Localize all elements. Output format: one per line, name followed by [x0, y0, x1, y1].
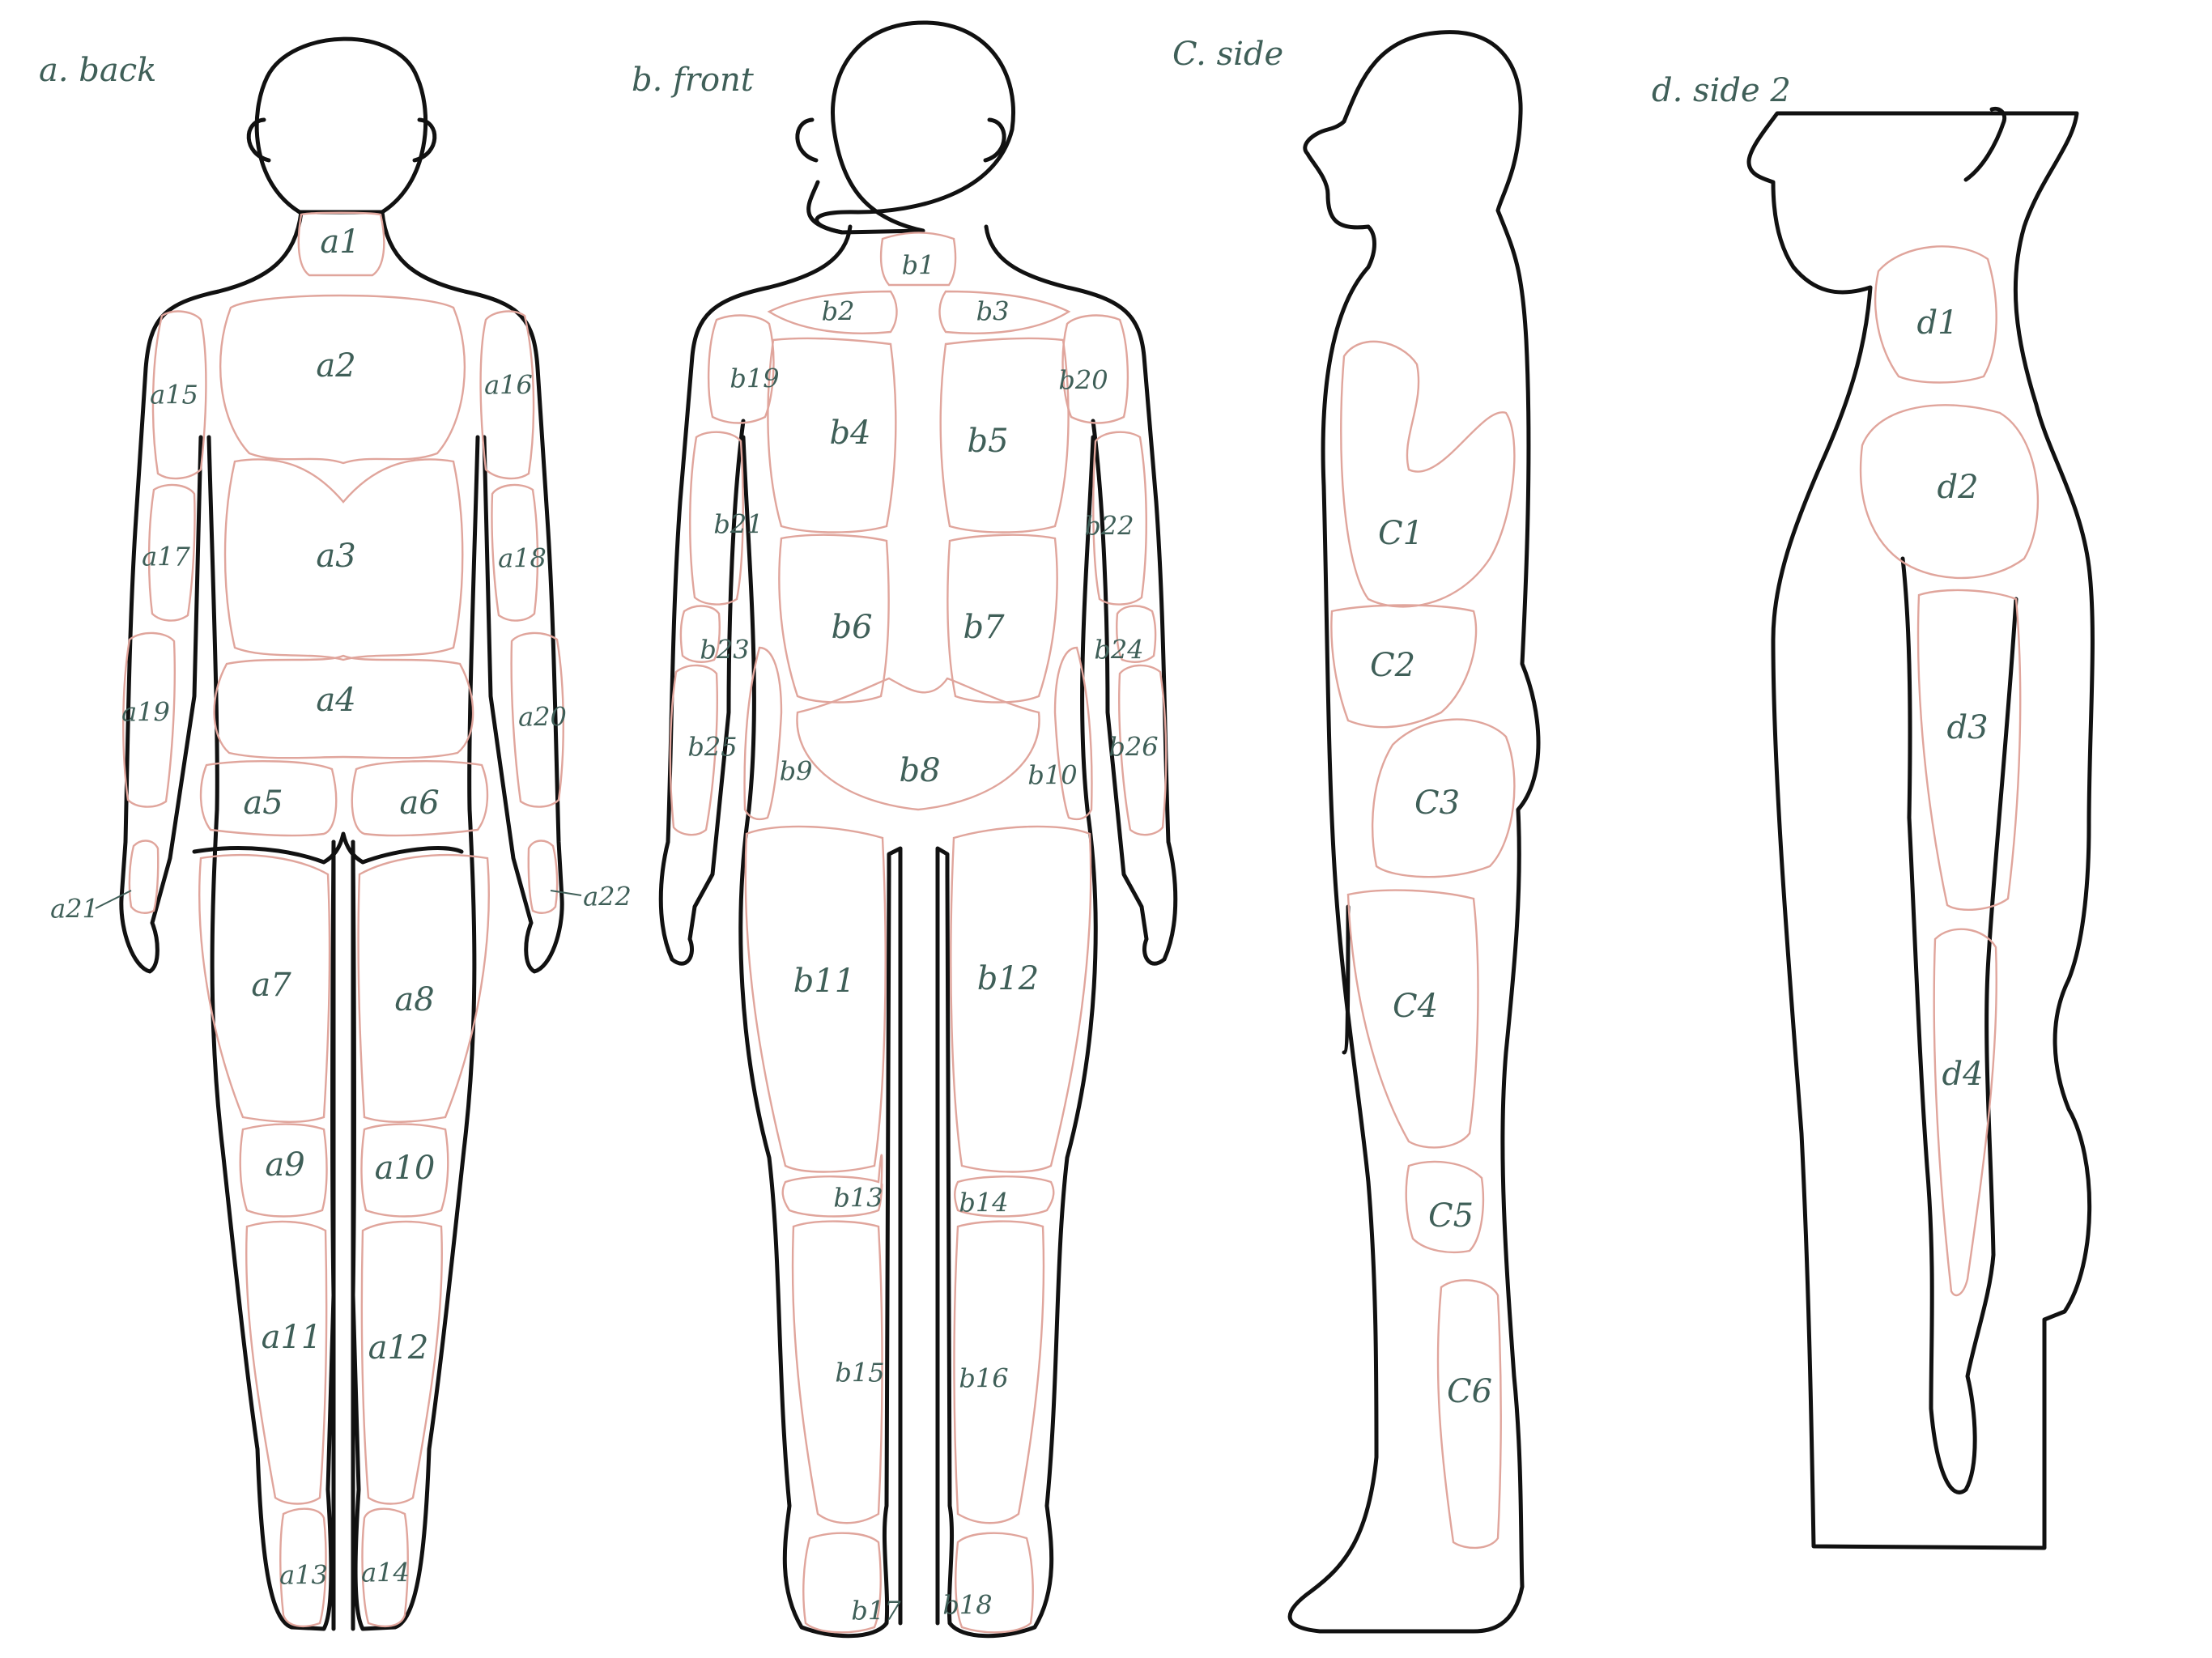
region-label-a12: a12: [368, 1329, 429, 1367]
region-label-c1: C1: [1378, 515, 1423, 552]
region-label-b25: b25: [687, 732, 737, 763]
region-label-b13: b13: [833, 1183, 883, 1214]
region-label-b17: b17: [851, 1596, 901, 1626]
region-label-b12: b12: [977, 960, 1040, 997]
back-region-labels: a1 a2 a3 a4 a5 a6 a7 a8 a9 a10 a11 a12 a…: [50, 223, 632, 1591]
front-region-shapes: [669, 232, 1168, 1634]
view-title-back: a. back: [39, 52, 156, 89]
region-label-b26: b26: [1108, 732, 1158, 763]
region-label-b6: b6: [831, 609, 872, 646]
region-label-d3: d3: [1946, 709, 1988, 746]
region-label-b1: b1: [902, 250, 935, 281]
region-label-b5: b5: [967, 423, 1008, 460]
region-label-c2: C2: [1370, 647, 1415, 684]
side-region-shapes: [1330, 340, 1516, 1550]
region-label-a3: a3: [316, 538, 355, 575]
region-label-b14: b14: [959, 1188, 1008, 1218]
view-title-front: b. front: [632, 62, 755, 99]
side-view: C1 C2 C3 C4 C5 C6: [1287, 30, 1541, 1634]
region-label-a17: a17: [142, 542, 190, 572]
region-label-a10: a10: [375, 1150, 436, 1187]
front-view: b1 b2 b3 b4 b5 b6 b7 b8 b9 b10 b11 b12 b…: [658, 20, 1178, 1639]
region-label-a21: a21: [50, 894, 99, 925]
region-label-b11: b11: [793, 963, 856, 1000]
region-label-a19: a19: [121, 697, 170, 728]
side2-body-outline: [1746, 106, 2095, 1550]
front-body-outline: [658, 20, 1178, 1639]
region-label-a13: a13: [279, 1560, 328, 1591]
side2-region-labels: d1 d2 d3 d4: [1916, 304, 1988, 1093]
region-label-b24: b24: [1094, 635, 1143, 665]
region-label-a16: a16: [484, 370, 533, 401]
region-label-c3: C3: [1414, 784, 1460, 822]
region-label-a15: a15: [150, 380, 198, 410]
region-label-b7: b7: [963, 609, 1005, 646]
region-label-a7: a7: [251, 967, 291, 1004]
region-label-a1: a1: [320, 223, 359, 261]
region-label-d4: d4: [1942, 1056, 1983, 1093]
region-label-b3: b3: [976, 296, 1010, 327]
region-label-a4: a4: [316, 682, 355, 719]
region-label-b19: b19: [730, 363, 779, 394]
region-label-b15: b15: [835, 1358, 884, 1388]
view-title-side2: d. side 2: [1652, 72, 1791, 109]
region-label-b16: b16: [959, 1363, 1008, 1394]
region-label-b2: b2: [822, 296, 855, 327]
region-label-a8: a8: [394, 981, 434, 1018]
region-label-b8: b8: [899, 752, 940, 789]
region-label-b4: b4: [829, 414, 870, 452]
region-label-a22: a22: [583, 882, 632, 912]
region-label-b10: b10: [1027, 760, 1077, 791]
side2-view: d1 d2 d3 d4: [1746, 106, 2095, 1550]
region-label-a20: a20: [518, 702, 567, 733]
region-label-c5: C5: [1428, 1197, 1474, 1235]
leader-line-a22: [550, 890, 582, 896]
region-label-b23: b23: [700, 635, 749, 665]
region-label-a14: a14: [361, 1558, 410, 1588]
region-label-b20: b20: [1058, 365, 1108, 396]
front-region-labels: b1 b2 b3 b4 b5 b6 b7 b8 b9 b10 b11 b12 b…: [687, 250, 1158, 1626]
region-label-a6: a6: [399, 784, 439, 822]
view-title-side: C. side: [1172, 36, 1283, 73]
side-body-outline: [1287, 30, 1541, 1634]
back-body-outline: [119, 36, 564, 1631]
region-label-b9: b9: [780, 756, 813, 787]
region-label-a2: a2: [316, 347, 355, 385]
back-view: a1 a2 a3 a4 a5 a6 a7 a8 a9 a10 a11 a12 a…: [50, 36, 632, 1631]
region-label-a5: a5: [243, 784, 283, 822]
region-label-b22: b22: [1084, 511, 1134, 542]
region-label-c4: C4: [1393, 988, 1438, 1025]
region-label-d2: d2: [1937, 469, 1978, 506]
region-label-d1: d1: [1916, 304, 1958, 342]
side-region-labels: C1 C2 C3 C4 C5 C6: [1370, 515, 1492, 1410]
back-region-shapes: [122, 211, 564, 1628]
region-label-b21: b21: [713, 509, 763, 540]
region-label-c6: C6: [1447, 1373, 1492, 1410]
region-label-a9: a9: [265, 1146, 304, 1184]
leader-line-a21: [95, 890, 132, 909]
region-label-b18: b18: [942, 1590, 992, 1621]
region-label-a18: a18: [498, 543, 547, 574]
region-label-a11: a11: [262, 1319, 322, 1356]
side2-region-shapes: [1859, 245, 2039, 1297]
